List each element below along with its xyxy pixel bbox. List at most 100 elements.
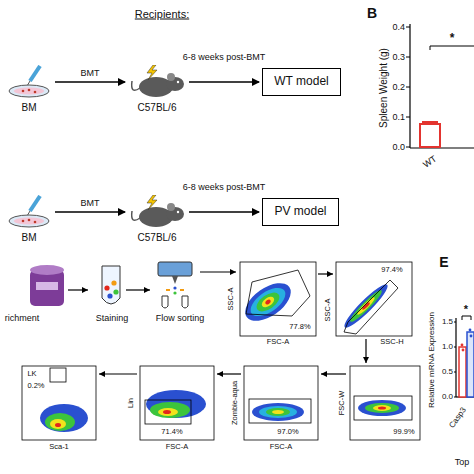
gate-percent: 97.4% [380, 266, 403, 274]
gate [344, 280, 398, 334]
y-axis [455, 318, 456, 397]
tick [406, 87, 410, 88]
mouse-eye [177, 211, 179, 213]
source-label: BM [6, 232, 52, 243]
panel-letter: E [439, 255, 448, 269]
sorter-body [158, 262, 192, 276]
wt-bar [420, 124, 440, 147]
axis-label: FSC-W [338, 391, 346, 416]
plot-frame [22, 366, 96, 440]
density-level [272, 410, 284, 414]
tick [406, 27, 410, 28]
density-level [365, 403, 399, 413]
gate-percent: 77.8% [288, 323, 311, 331]
cell [28, 89, 31, 92]
gate-name: LK [26, 370, 37, 378]
column-body [30, 270, 64, 306]
pv-bar [467, 332, 474, 397]
step-label: Staining [96, 314, 129, 323]
axis-label: Sca-1 [49, 443, 69, 451]
cell [34, 91, 37, 94]
data-point [469, 329, 472, 332]
density-level [163, 410, 171, 414]
data-point [470, 335, 473, 338]
axis-label: SSC-A [324, 299, 332, 322]
mouse-eye [177, 81, 179, 83]
plot-frame [350, 366, 420, 440]
gate-percent: 71.4% [160, 428, 183, 436]
flow-plot [22, 366, 96, 440]
axis-label: Zombie-aqua [231, 381, 239, 425]
sorter-icon [158, 262, 192, 308]
plot-frame [336, 262, 412, 336]
density-level [253, 289, 282, 315]
axis-title: Relative mRNA Expression [428, 312, 436, 408]
petri-dish [9, 215, 49, 227]
axis-title: Spleen Weight (g) [379, 48, 389, 128]
tick [406, 117, 410, 118]
collection-tube [162, 296, 168, 308]
cell [34, 221, 37, 224]
antibody-dot [111, 280, 116, 285]
density-level [252, 403, 304, 421]
source-label: BM [6, 102, 52, 113]
significance-bracket [462, 316, 471, 320]
gating-arrow [217, 373, 241, 374]
step-arrow [200, 271, 236, 272]
density-level [259, 406, 297, 418]
model-name: PV model [274, 205, 326, 218]
mouse-ear [167, 203, 175, 211]
density-level [40, 404, 88, 432]
y-axis [409, 24, 410, 148]
mouse-icon [128, 195, 186, 229]
significance-bracket [430, 46, 474, 50]
bone-marrow-dish: BM [6, 65, 52, 113]
cell-suspension [14, 217, 44, 224]
tick-label: 1.0 [442, 343, 453, 351]
density-level [266, 408, 290, 416]
antibody-dot [113, 289, 118, 294]
dish-icon [6, 195, 52, 229]
tick [454, 347, 456, 348]
density-level [239, 276, 298, 329]
density-level [356, 296, 377, 317]
density-level [50, 419, 66, 429]
wt-bar [459, 347, 466, 397]
density-cloud [239, 276, 298, 329]
step-arrow [68, 289, 88, 290]
gating-arrow [321, 373, 346, 374]
transfer-arrow [55, 211, 125, 213]
flow-plot [239, 262, 316, 336]
density-level [348, 288, 385, 325]
nozzle [172, 276, 178, 284]
irradiation-bolt [147, 195, 157, 210]
data-point [461, 344, 464, 347]
step-label: richment [5, 314, 40, 323]
gate-percent: 97.0% [276, 428, 299, 436]
flow-plot [350, 366, 420, 440]
mouse-tail [132, 211, 140, 220]
mouse-icon [128, 65, 186, 99]
tick-label: 1.5 [442, 318, 453, 326]
density-level [264, 299, 271, 306]
cell [22, 220, 25, 223]
transfer-arrow [189, 211, 259, 213]
mouse-ear [167, 73, 175, 81]
tick-label: 0.1 [392, 113, 405, 122]
step-label: Flow sorting [156, 314, 205, 323]
column-window [36, 282, 58, 290]
data-points [422, 121, 438, 123]
tick-label: 0.0 [392, 143, 405, 152]
gate [246, 270, 310, 316]
tick-label: 0.0 [442, 393, 453, 401]
flow-plot [244, 366, 318, 440]
spleen-chart [406, 24, 474, 148]
density-level [378, 407, 386, 410]
tick-label: 0.4 [392, 23, 405, 32]
flow-plot [336, 262, 412, 336]
plot-frame [244, 366, 318, 440]
column-top [30, 265, 64, 275]
